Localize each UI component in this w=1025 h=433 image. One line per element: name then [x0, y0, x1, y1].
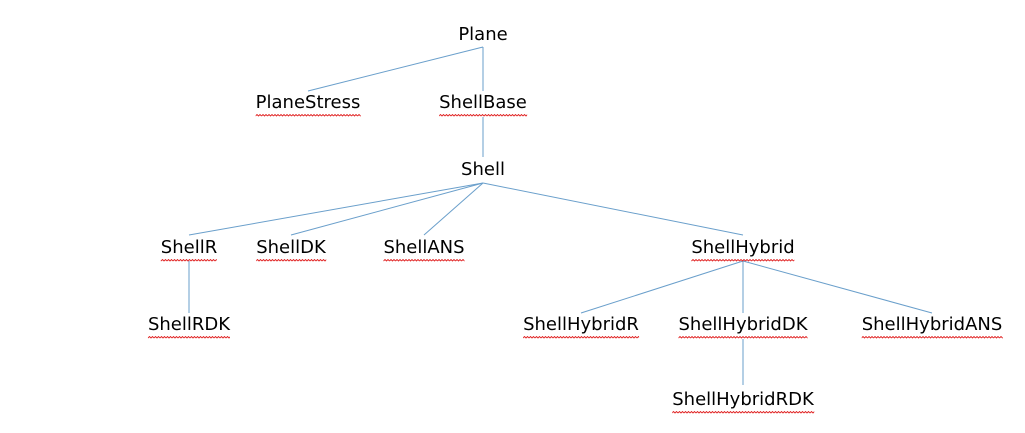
edge-shell-to-shellr [188, 182, 484, 236]
edge-shellhybrid-to-shellhybridr [580, 260, 744, 314]
node-shellhybriddk: ShellHybridDK [678, 314, 808, 339]
edge-shellhybrid-to-shellhybridans [742, 260, 933, 314]
node-shellhybrid: ShellHybrid [691, 237, 795, 262]
edge-shell-to-shelldk [290, 182, 484, 236]
node-shellhybridans: ShellHybridANS [861, 314, 1003, 339]
node-plane: Plane [458, 24, 508, 45]
node-planestress: PlaneStress [255, 92, 361, 117]
edge-shell-to-shellans [423, 182, 484, 236]
node-shelldk: ShellDK [256, 237, 326, 262]
node-shellans: ShellANS [383, 237, 465, 262]
node-shellhybridrdk: ShellHybridRDK [672, 389, 814, 414]
node-shellbase: ShellBase [439, 92, 527, 117]
node-shell: Shell [461, 159, 505, 180]
node-shellr: ShellR [160, 237, 218, 262]
edge-plane-to-planestress [307, 46, 484, 92]
edge-shell-to-shellhybrid [482, 182, 744, 236]
node-shellhybridr: ShellHybridR [523, 314, 639, 339]
node-shellrdk: ShellRDK [147, 314, 231, 339]
